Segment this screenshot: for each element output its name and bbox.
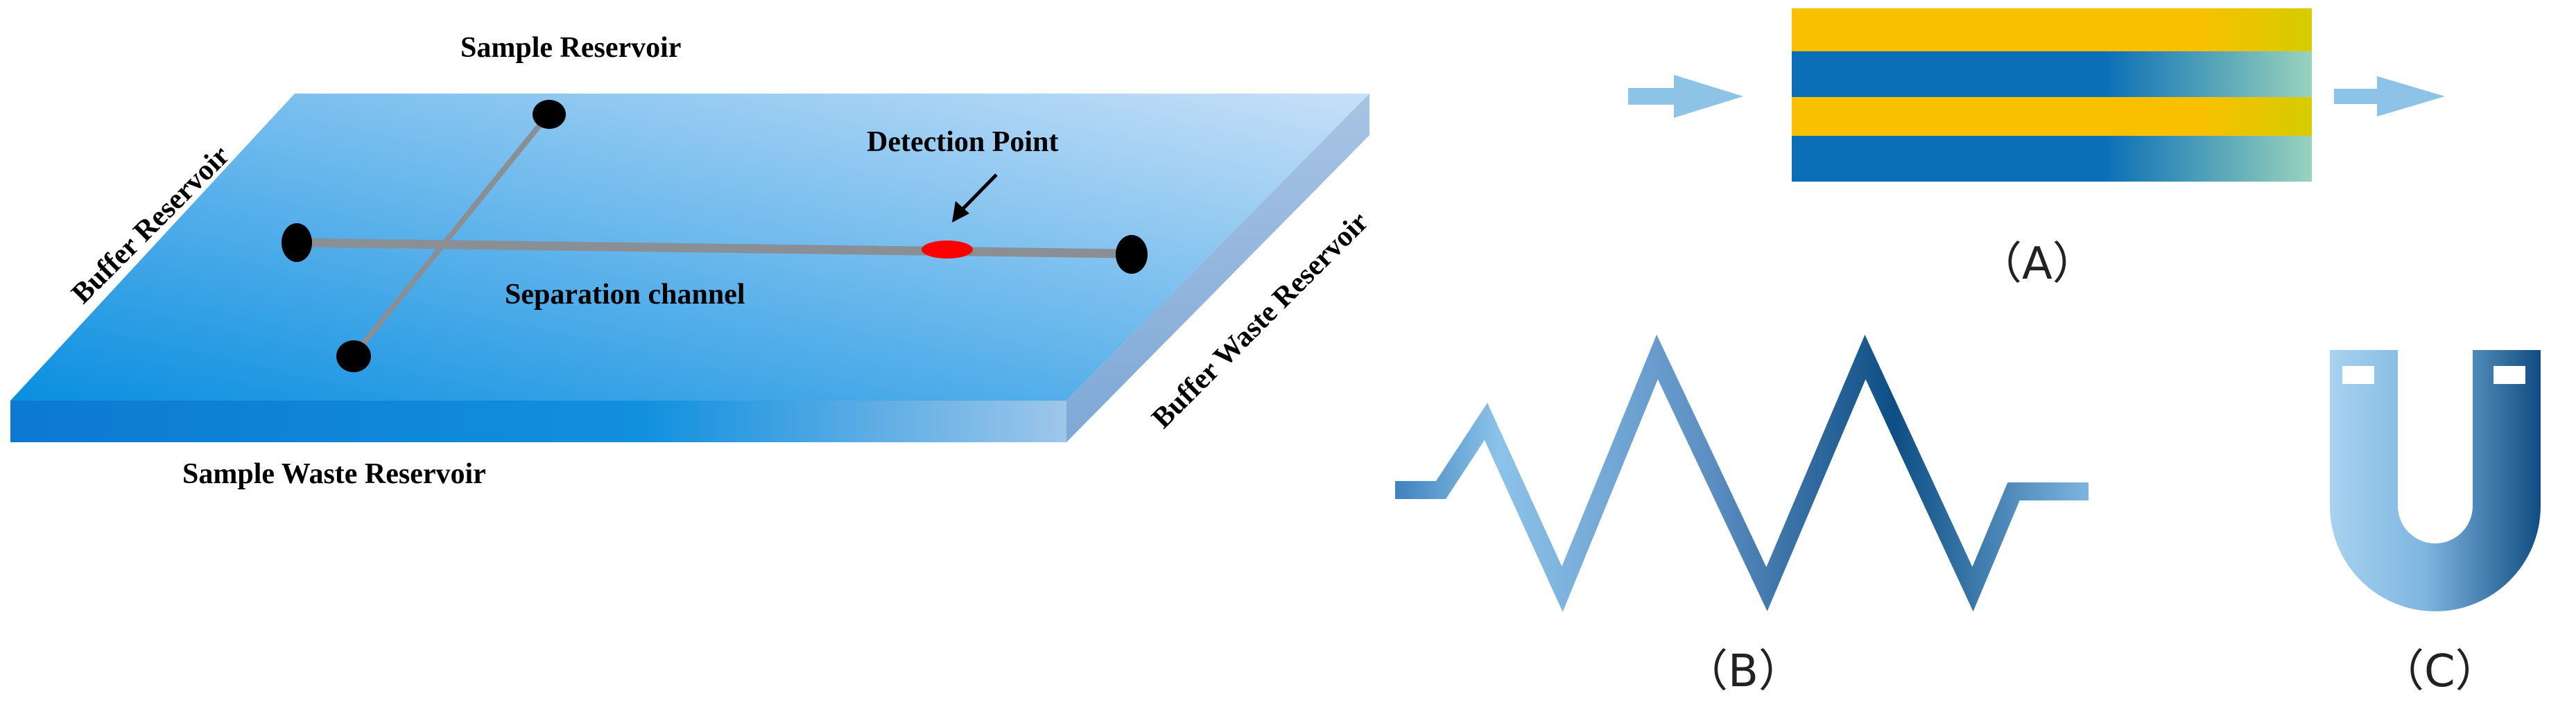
panel-b-label: （B） — [1684, 646, 1803, 697]
microchip-diagram: Sample Reservoir Detection Point Separat… — [10, 32, 1375, 490]
stream-blue-2 — [1792, 136, 2312, 182]
panel-b-serpentine-channel: （B） — [1395, 334, 2089, 697]
magnet-slot-left — [2342, 366, 2374, 384]
flow-arrow-in-shaft — [1628, 88, 1674, 105]
chip-front-face — [10, 401, 1066, 442]
sample-injection-channel — [351, 113, 551, 358]
detection-point-label: Detection Point — [867, 126, 1058, 158]
panel-a-laminar-flow: （A） — [1628, 8, 2445, 290]
flow-arrow-out-shaft — [2334, 89, 2377, 104]
stream-yellow-1 — [1792, 8, 2312, 51]
chip-right-face — [1066, 94, 1369, 442]
detection-arrow-shaft — [959, 173, 998, 213]
detection-arrow-head — [952, 201, 969, 222]
separation-channel — [296, 238, 1132, 259]
sample-reservoir — [533, 100, 566, 129]
panel-c-u-shaped-channel: （C） — [2330, 350, 2541, 697]
u-shaped-magnet — [2330, 350, 2541, 611]
sample-waste-reservoir — [336, 340, 371, 372]
stream-yellow-2 — [1792, 97, 2312, 136]
serpentine-path — [1395, 334, 2089, 612]
panel-a-label: （A） — [1978, 238, 2097, 290]
panel-c-label: （C） — [2380, 646, 2500, 697]
sample-reservoir-label: Sample Reservoir — [460, 32, 681, 64]
flow-arrow-out-head — [2377, 76, 2445, 116]
sample-waste-reservoir-label: Sample Waste Reservoir — [182, 458, 486, 490]
buffer-reservoir — [282, 223, 312, 262]
magnet-slot-right — [2493, 366, 2525, 384]
detection-point-marker — [922, 241, 973, 259]
buffer-waste-reservoir — [1116, 235, 1148, 274]
stream-blue-1 — [1792, 51, 2312, 97]
flow-arrow-in-head — [1674, 75, 1743, 118]
separation-channel-label: Separation channel — [505, 279, 745, 311]
